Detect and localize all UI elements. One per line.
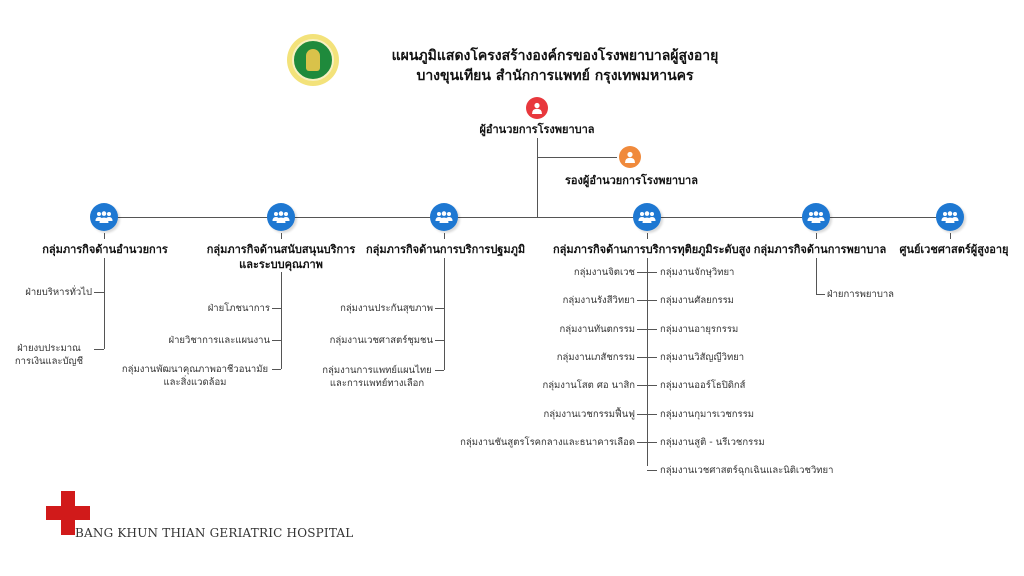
group-label-nursing: กลุ่มภารกิจด้านการพยาบาล [753,243,887,256]
secondary-unit-left: กลุ่มงานเภสัชกรรม [556,351,635,363]
admin-unit-connector [94,349,104,350]
emblem-inner [292,39,334,81]
group-icon-primary [430,203,458,231]
secondary-left-connector [637,356,647,358]
tick-admin [104,233,105,239]
group-icon-nursing [802,203,830,231]
deputy-person-icon [619,146,641,168]
secondary-unit-right: กลุ่มงานวิสัญญีวิทยา [660,351,745,363]
primary-unit-connector [435,340,444,341]
secondary-unit-right: กลุ่มงานจักษุวิทยา [660,267,735,278]
hospital-emblem-icon [287,34,339,86]
group-icon-secondary [633,203,661,231]
group-icon-admin [90,203,118,231]
secondary-right-connector [647,356,657,358]
tick-secondary [647,233,648,239]
director-label: ผู้อำนวยการโรงพยาบาล [479,123,595,136]
secondary-unit-left: กลุ่มงานเวชกรรมฟื้นฟู [543,408,636,420]
deputy-label: รองผู้อำนวยการโรงพยาบาล [565,174,698,187]
secondary-right-connector [647,328,657,330]
secondary-unit-left: กลุ่มงานทันตกรรม [559,323,635,335]
secondary-right-connector [647,441,657,443]
secondary-right-connector [647,413,657,415]
secondary-left-connector [637,300,647,302]
director-person-icon [526,97,548,119]
director-trunk-line [537,138,538,217]
tick-support [281,233,282,239]
primary-branch-line [444,258,445,370]
secondary-unit-right: กลุ่มงานเวชศาสตร์ฉุกเฉินและนิติเวชวิทยา [660,465,834,477]
unit-nursing: ฝ่ายการพยาบาล [827,289,895,300]
support-unit-connector [272,340,281,341]
tick-geriatric [950,233,951,239]
unit-health-insurance: กลุ่มงานประกันสุขภาพ [340,303,433,314]
secondary-unit-left: กลุ่มงานโสต ศอ นาสิก [542,380,635,392]
group-label-primary: กลุ่มภารกิจด้านการบริการปฐมภูมิ [366,243,526,256]
secondary-left-connector [637,385,647,387]
tick-primary [444,233,445,239]
secondary-left-connector [637,413,647,415]
chart-title-line2: บางขุนเทียน สำนักการแพทย์ กรุงเทพมหานคร [416,68,694,84]
secondary-unit-right: กลุ่มงานอายุรกรรม [660,323,739,335]
support-branch-line [281,272,282,369]
secondary-right-connector [647,470,657,472]
admin-unit-connector [94,292,104,293]
red-cross-horizontal [46,506,90,520]
secondary-unit-left: กลุ่มงานจิตเวช [573,267,635,278]
secondary-unit-right: กลุ่มงานออร์โธปิดิกส์ [660,380,746,392]
group-icon-support [267,203,295,231]
admin-branch-line [104,258,105,349]
group-label-geriatric-center: ศูนย์เวชศาสตร์ผู้สูงอายุ [899,243,1009,256]
unit-admin-general: ฝ่ายบริหารทั่วไป [25,287,92,298]
secondary-unit-left: กลุ่มงานชันสูตรโรคกลางและธนาคารเลือด [460,436,635,448]
secondary-left-connector [637,328,647,330]
primary-unit-connector [435,308,444,309]
secondary-unit-right: กลุ่มงานสูติ - นรีเวชกรรม [660,436,765,448]
group-icon-geriatric-center [936,203,964,231]
support-unit-connector [272,369,281,370]
nursing-branch-line [816,258,817,294]
secondary-right-connector [647,272,657,273]
secondary-left-connector [637,441,647,443]
secondary-unit-right: กลุ่มงานศัลยกรรม [660,295,734,307]
secondary-unit-left: กลุ่มงานรังสีวิทยา [562,295,635,307]
primary-unit-connector [435,370,444,371]
unit-admin-finance: ฝ่ายงบประมาณ การเงินและบัญชี [14,343,84,367]
group-label-admin: กลุ่มภารกิจด้านอำนวยการ [42,243,168,256]
unit-nutrition: ฝ่ายโภชนาการ [207,303,270,314]
secondary-left-connector [637,272,647,273]
unit-academic-planning: ฝ่ายวิชาการและแผนงาน [168,335,270,346]
secondary-branch-line [647,258,648,466]
nursing-unit-connector [816,294,825,295]
unit-occupational-health: กลุ่มงานพัฒนาคุณภาพอาชีวอนามัย และสิ่งแว… [121,364,269,388]
unit-community-medicine: กลุ่มงานเวชศาสตร์ชุมชน [329,335,433,346]
secondary-unit-right: กลุ่มงานกุมารเวชกรรม [660,408,755,420]
group-label-support: กลุ่มภารกิจด้านสนับสนุนบริการ และระบบคุณ… [206,243,356,271]
chart-title-line1: แผนภูมิแสดงโครงสร้างองค์กรของโรงพยาบาลผู… [391,48,719,64]
group-label-secondary: กลุ่มภารกิจด้านการบริการทุติยภูมิระดับสู… [553,243,751,256]
emblem-figure [306,49,320,71]
hospital-name: BANG KHUN THIAN GERIATRIC HOSPITAL [75,526,354,540]
support-unit-connector [272,308,281,309]
tick-nursing [816,233,817,239]
unit-thai-traditional-medicine: กลุ่มงานการแพทย์แผนไทย และการแพทย์ทางเลื… [322,365,432,389]
secondary-right-connector [647,385,657,387]
groups-bus-line [117,217,937,218]
deputy-connector-line [537,157,617,158]
secondary-right-connector [647,300,657,302]
